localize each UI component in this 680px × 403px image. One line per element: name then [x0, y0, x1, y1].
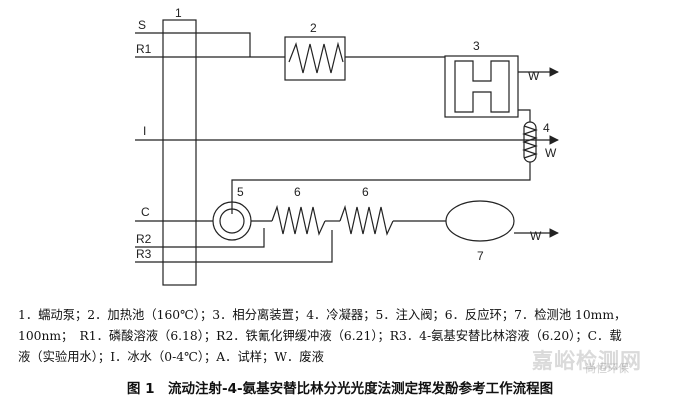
- flow-diagram: 1 2 3 4 5 6 6 7 S R1 I C R2 R3 W W W: [135, 6, 559, 286]
- line-s: [135, 32, 251, 57]
- label-heater-number: 2: [310, 21, 317, 35]
- peristaltic-pump: [162, 19, 197, 286]
- reaction-coil-2: [339, 204, 394, 236]
- watermark-sub: 尚恒环保: [585, 362, 629, 375]
- label-coil2-number: 6: [362, 185, 369, 199]
- separator-inner: [454, 60, 510, 113]
- label-s: S: [138, 18, 146, 32]
- label-r3: R3: [136, 247, 152, 261]
- label-r2: R2: [136, 232, 152, 246]
- heater-coil: [288, 41, 344, 74]
- label-waste-separator: W: [528, 69, 540, 83]
- legend-line-3: 液（实验用水）；I．冰水（0-4℃）；A．试样；W．废液: [18, 350, 324, 364]
- label-i: I: [143, 124, 146, 138]
- detector-cell: [445, 200, 515, 242]
- label-separator-number: 3: [473, 39, 480, 53]
- label-c: C: [141, 205, 150, 219]
- condenser-coil: [522, 125, 538, 159]
- label-detector-number: 7: [477, 249, 484, 263]
- injection-valve-inner: [219, 208, 245, 234]
- label-r1: R1: [136, 42, 152, 56]
- line-separator-to-condenser: [518, 109, 531, 122]
- legend: 1．蠕动泵；2．加热池（160℃）；3．相分离装置；4．冷凝器；5．注入阀；6．…: [18, 305, 673, 368]
- legend-line-1: 1．蠕动泵；2．加热池（160℃）；3．相分离装置；4．冷凝器；5．注入阀；6．…: [18, 308, 627, 322]
- label-pump-number: 1: [175, 6, 182, 20]
- label-waste-detector: W: [530, 229, 542, 243]
- label-coil1-number: 6: [294, 185, 301, 199]
- label-valve-number: 5: [237, 185, 244, 199]
- legend-line-2: 100nm； R1．磷酸溶液（6.18）；R2．铁氰化钾缓冲液（6.21）；R3…: [18, 329, 622, 343]
- line-r3: [135, 230, 333, 263]
- label-waste-condenser: W: [545, 146, 557, 160]
- heating-bath: [284, 36, 346, 81]
- phase-separator: [444, 55, 519, 118]
- line-r2: [135, 228, 265, 248]
- reaction-coil-1: [271, 204, 326, 236]
- label-condenser-number: 4: [543, 121, 550, 135]
- line-condenser-to-valve: [231, 162, 531, 214]
- figure-caption: 图 1 流动注射-4-氨基安替比林分光光度法测定挥发酚参考工作流程图: [126, 381, 554, 397]
- watermark-logo: 嘉峪检测网: [532, 349, 642, 373]
